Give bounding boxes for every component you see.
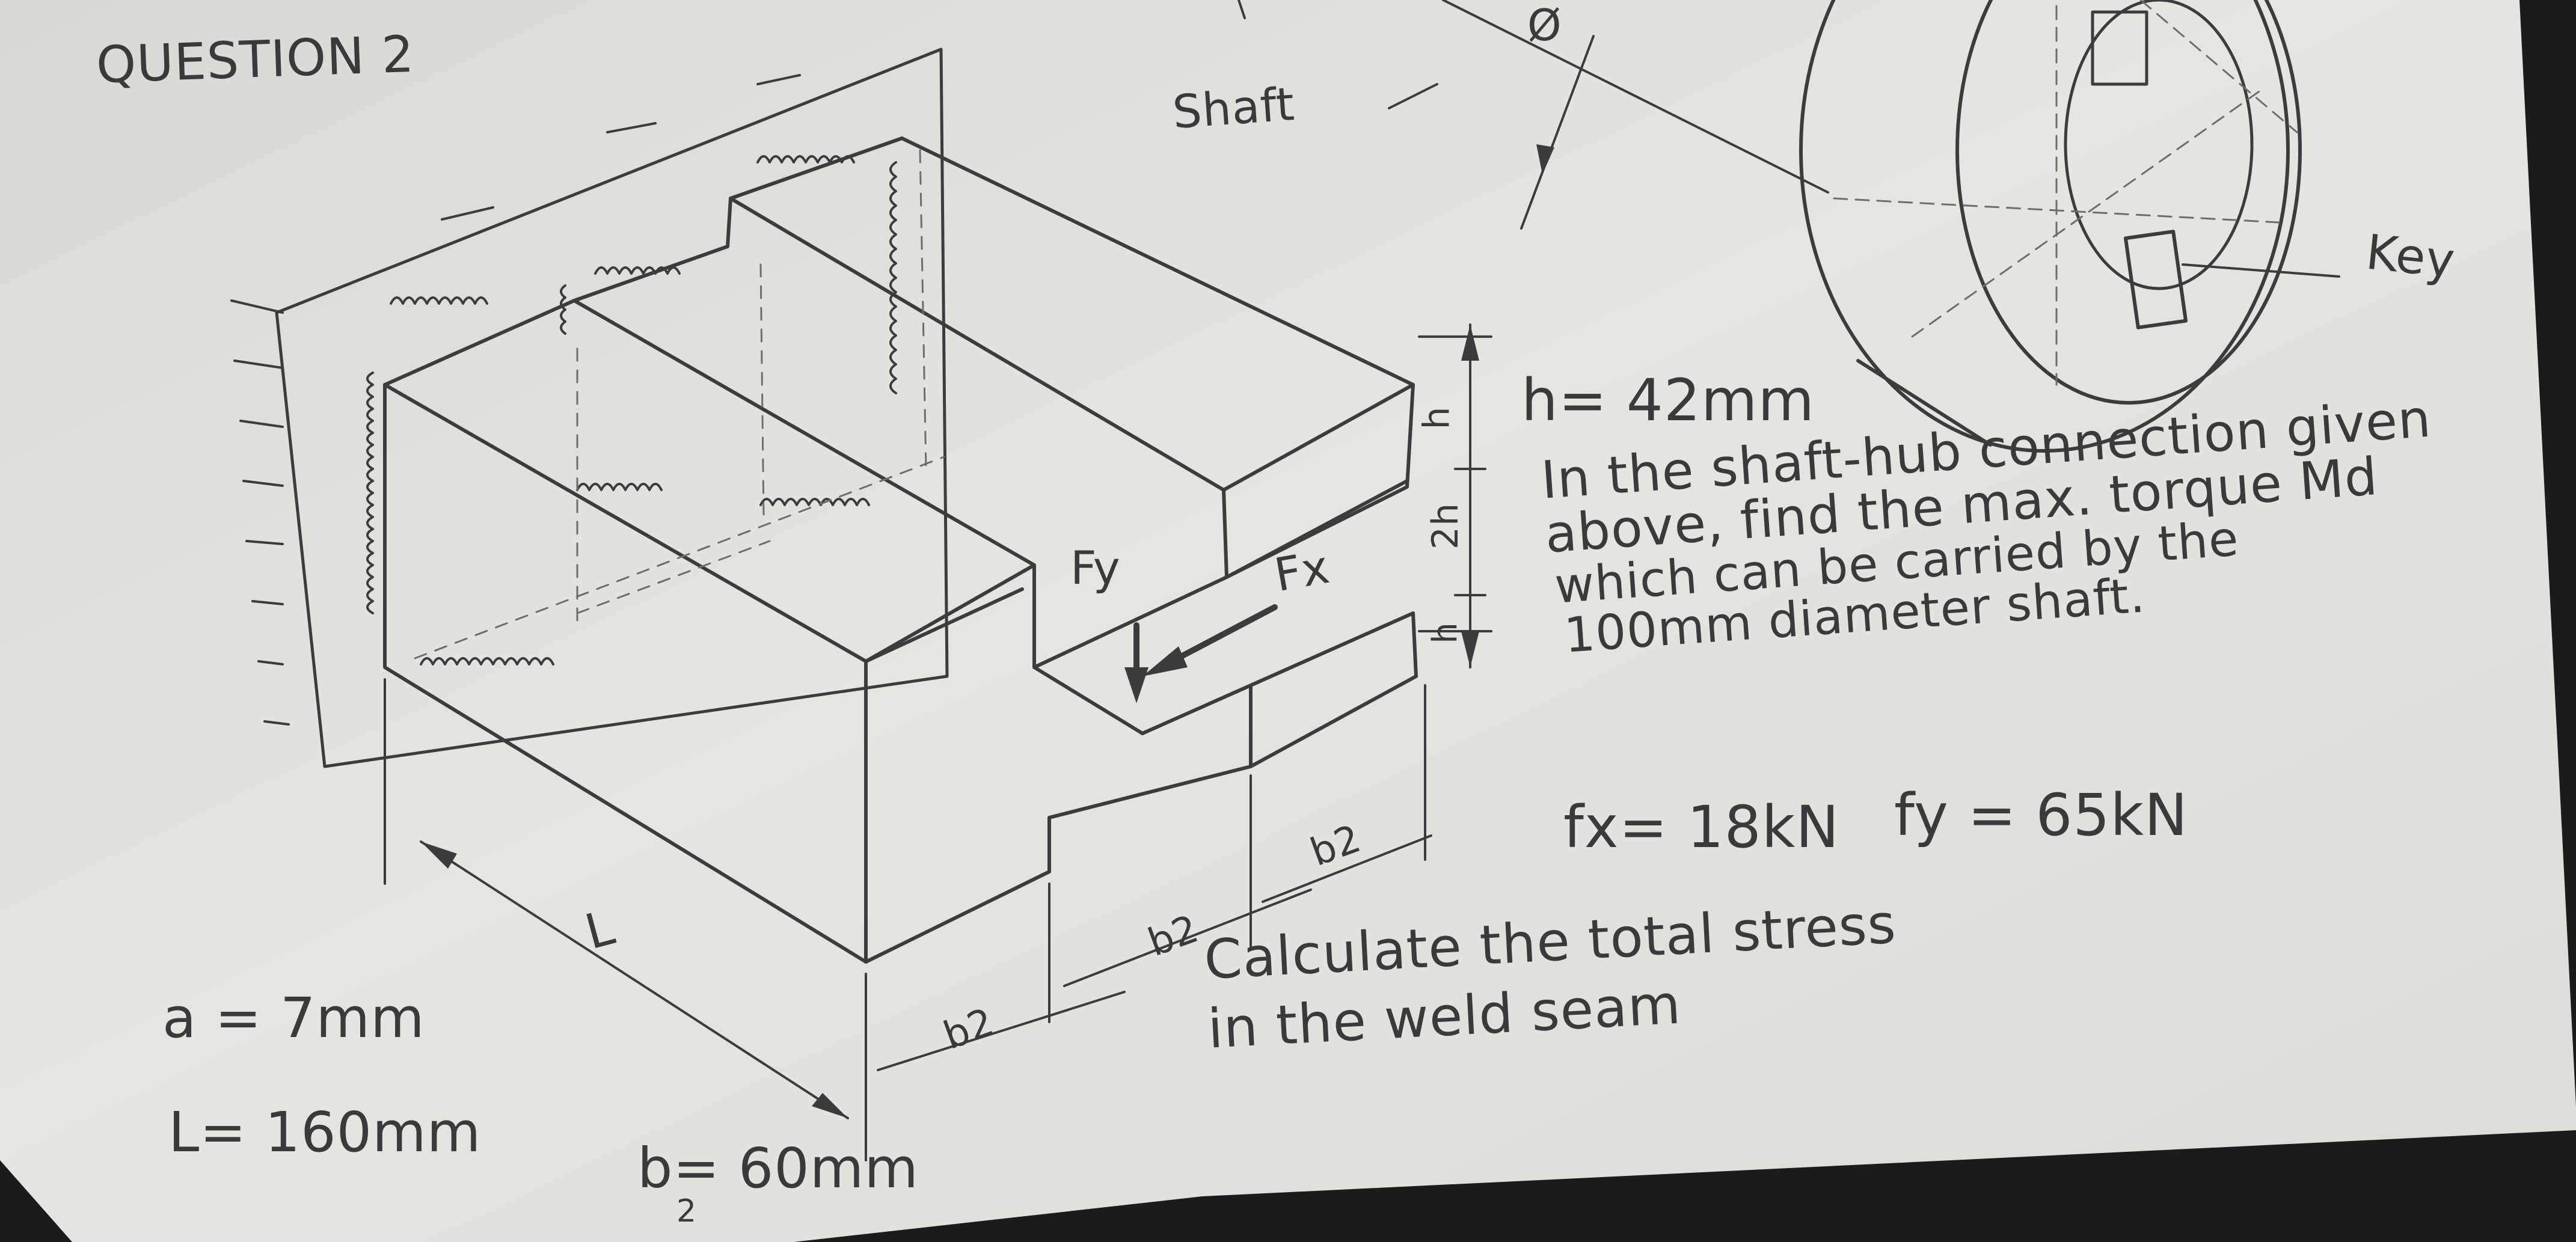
shaft-hub-drawing bbox=[1237, 0, 2340, 453]
2h-dimension-label: 2h bbox=[1424, 502, 1467, 550]
given-b-divisor: 2 bbox=[676, 1193, 698, 1229]
given-L: L= 160mm bbox=[168, 1100, 482, 1164]
given-fy: fy = 65kN bbox=[1894, 782, 2188, 849]
given-h: h= 42mm bbox=[1521, 367, 1815, 434]
h-dimension-label-top: h bbox=[1415, 406, 1458, 430]
force-arrows bbox=[1124, 604, 1278, 703]
hidden-lines bbox=[414, 149, 945, 659]
bracket-drawing bbox=[230, 47, 1492, 1161]
given-b: b= 60mm bbox=[637, 1136, 919, 1201]
diameter-symbol: Ø bbox=[1527, 0, 1562, 50]
fx-force-label: Fx bbox=[1270, 539, 1334, 602]
h-dimension-label-bottom: h bbox=[1425, 622, 1465, 644]
dimension-arrowheads bbox=[421, 325, 1479, 1118]
shaft-label: Shaft bbox=[1171, 77, 1297, 139]
key-label: Key bbox=[2363, 224, 2458, 289]
fy-force-label: Fy bbox=[1070, 541, 1121, 595]
question-title: QUESTION 2 bbox=[95, 24, 416, 95]
wall-hatching bbox=[230, 74, 801, 726]
given-a: a = 7mm bbox=[162, 986, 425, 1050]
weld-marks bbox=[366, 155, 897, 665]
given-fx: fx= 18kN bbox=[1563, 794, 1840, 861]
dimension-lines bbox=[384, 323, 1492, 1161]
